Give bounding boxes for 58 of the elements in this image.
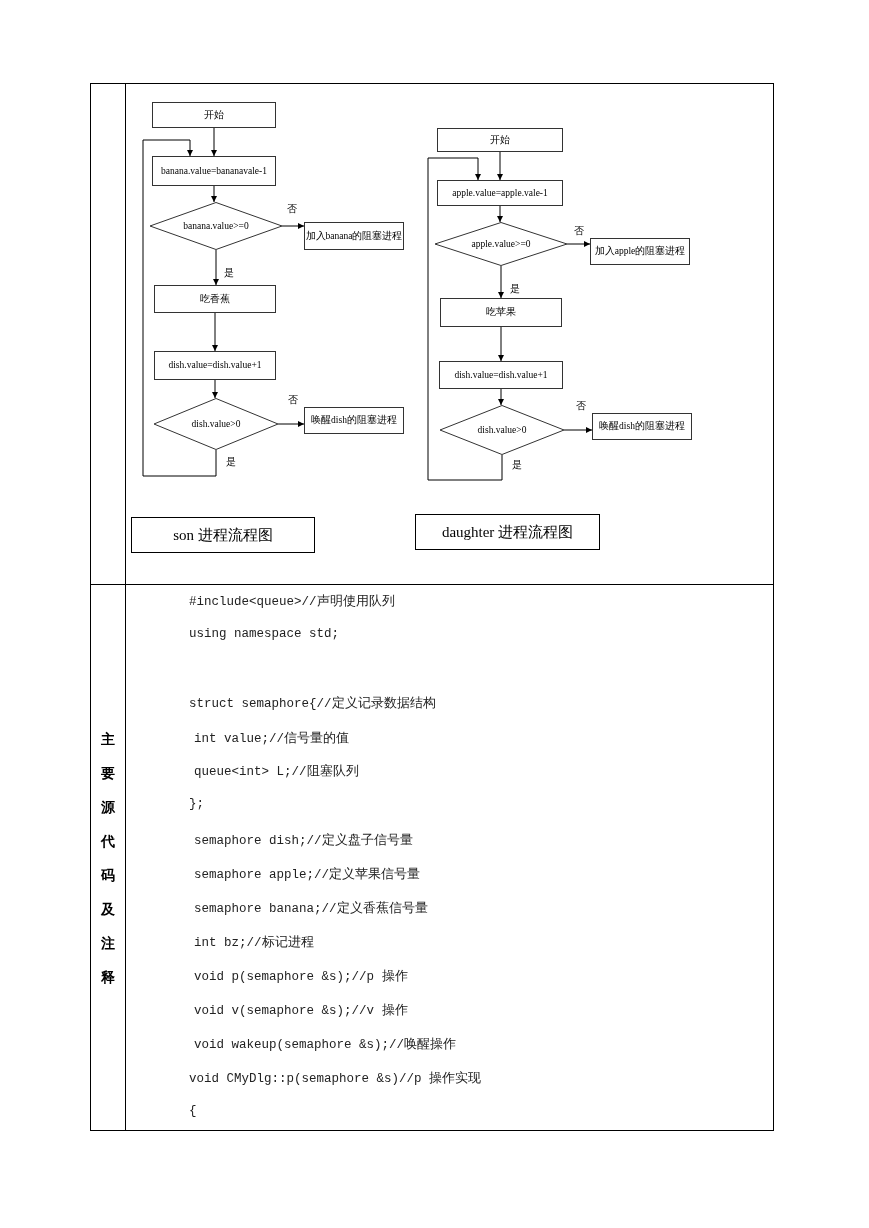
process-box: 开始 [437,128,563,152]
process-box: 加入banana的阻塞进程 [304,222,404,250]
arrow [566,241,591,247]
code-line: struct semaphore{//定义记录数据结构 [189,695,436,712]
edge-label: 否 [287,204,297,214]
arrow [498,326,504,362]
code-line: using namespace std; [189,627,340,641]
code-line: semaphore apple;//定义苹果信号量 [194,866,421,883]
arrow [498,388,504,406]
code-line: int value;//信号量的值 [194,730,349,747]
process-box: 加入apple的阻塞进程 [590,238,690,265]
arrow [277,421,305,427]
arrow [212,312,218,352]
edge-label: 是 [226,457,236,467]
code-line: void p(semaphore &s);//p 操作 [194,968,408,985]
edge-label: 否 [576,401,586,411]
arrow [212,379,218,399]
code-line: semaphore dish;//定义盘子信号量 [194,832,413,849]
arrow [142,139,217,477]
process-box: 吃香蕉 [154,285,276,313]
edge-label: 是 [224,268,234,278]
arrow [497,151,503,181]
edge-label: 否 [574,226,584,236]
decision-diamond: banana.value>=0 [150,202,282,250]
code-line: { [189,1104,197,1118]
process-box: apple.value=apple.vale-1 [437,180,563,206]
code-line: void wakeup(semaphore &s);//唤醒操作 [194,1036,457,1053]
process-box: 唤醒dish的阻塞进程 [592,413,692,440]
process-box: 开始 [152,102,276,128]
code-line: semaphore banana;//定义香蕉信号量 [194,900,428,917]
edge-label: 是 [512,460,522,470]
arrow [498,265,504,299]
decision-diamond: dish.value>0 [154,398,278,450]
caption-box: son 进程流程图 [131,517,315,553]
code-line: void v(semaphore &s);//v 操作 [194,1002,408,1019]
process-box: 唤醒dish的阻塞进程 [304,407,404,434]
code-line: int bz;//标记进程 [194,934,314,951]
row-heading: 主要源代码及注释 [100,730,116,987]
decision-diamond: dish.value>0 [440,405,564,455]
arrow [281,223,305,229]
code-line: }; [189,797,204,811]
process-box: dish.value=dish.value+1 [439,361,563,389]
arrow [213,249,219,286]
arrow [563,427,593,433]
arrow [211,185,217,203]
code-line: queue<int> L;//阻塞队列 [194,763,359,780]
edge-label: 否 [288,395,298,405]
arrow [427,157,503,481]
process-box: dish.value=dish.value+1 [154,351,276,380]
code-line: void CMyDlg::p(semaphore &s)//p 操作实现 [189,1070,482,1087]
arrow [497,205,503,223]
process-box: 吃苹果 [440,298,562,327]
process-box: banana.value=bananavale-1 [152,156,276,186]
arrow [211,127,217,157]
caption-box: daughter 进程流程图 [415,514,600,550]
decision-diamond: apple.value>=0 [435,222,567,266]
code-line: #include<queue>//声明使用队列 [189,593,395,610]
edge-label: 是 [510,284,520,294]
